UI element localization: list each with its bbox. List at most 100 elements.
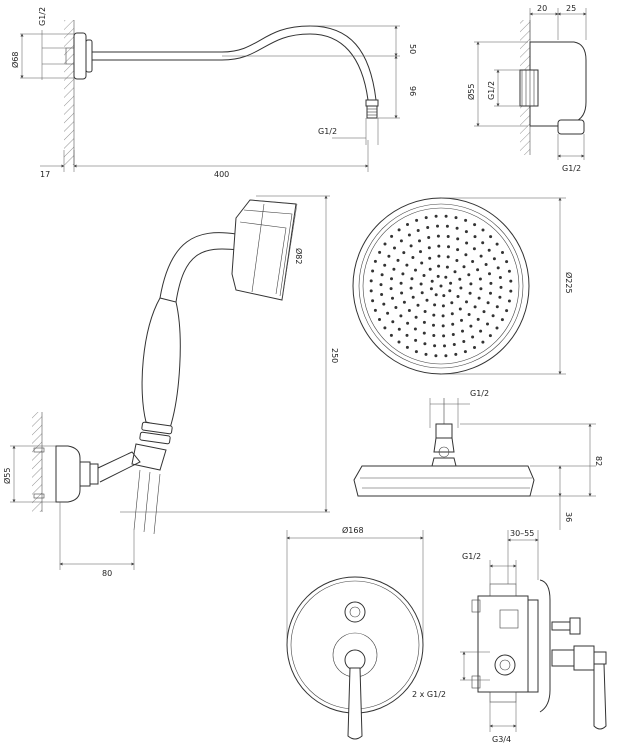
head-36-label: 36 [564, 512, 573, 522]
nozzle-dot [402, 251, 406, 255]
nozzle-dot [400, 291, 404, 295]
nozzle-dot [433, 344, 437, 348]
mixer-body [477, 595, 529, 693]
nozzle-dot [453, 270, 457, 274]
nozzle-dot [496, 266, 500, 270]
nozzle-dot [479, 287, 483, 291]
mixer-3055-label: 30–55 [510, 529, 534, 538]
mixer-cartridge [494, 654, 516, 676]
nozzle-dot [386, 311, 390, 315]
hand-wall-flange [55, 445, 81, 503]
nozzle-dot [469, 324, 473, 328]
mixer-2xg12-label: 2 x G1/2 [412, 690, 446, 699]
nozzle-dot [509, 289, 513, 293]
head-connector [435, 423, 453, 439]
nozzle-dot [491, 314, 495, 318]
nozzle-dot [492, 257, 496, 261]
nozzle-dot [432, 313, 436, 317]
hand-head [231, 199, 297, 301]
nozzle-dot [489, 291, 492, 295]
mixer-lever-hub [344, 649, 366, 671]
nozzle-dot [383, 326, 387, 330]
nozzle-dot [436, 274, 440, 278]
nozzle-dot [369, 289, 373, 293]
nozzle-dot [416, 229, 420, 232]
mixer-side-lever [593, 663, 607, 730]
arm-17-label: 17 [40, 170, 50, 179]
nozzle-dot [489, 281, 493, 285]
nozzle-dot [456, 248, 460, 252]
nozzle-dot [397, 228, 401, 232]
nozzle-dot [437, 264, 441, 268]
mixer-dia168-label: Ø168 [342, 525, 364, 535]
arm-outlet-nut [365, 99, 379, 107]
nozzle-dot [427, 246, 431, 250]
arm-tube [92, 25, 377, 101]
nozzle-dot [424, 352, 428, 356]
nozzle-dot [414, 350, 418, 354]
nozzle-dot [422, 331, 426, 335]
mixer-g12-label: G1/2 [462, 552, 481, 561]
nozzle-dot [481, 340, 485, 344]
hand-dia55-label: Ø55 [2, 468, 12, 484]
nozzle-dot [464, 230, 468, 234]
nozzle-dot [405, 345, 409, 349]
nozzle-dot [436, 224, 439, 228]
nozzle-dot [507, 269, 511, 273]
nozzle-dot [397, 327, 401, 331]
nozzle-dot [445, 265, 449, 269]
nozzle-dot [451, 322, 455, 326]
side-25-label: 25 [566, 4, 576, 13]
nozzle-dot [501, 251, 504, 254]
nozzle-dot [446, 255, 450, 259]
mixer-diverter-button [344, 601, 366, 623]
nozzle-dot [462, 340, 466, 343]
nozzle-dot [509, 279, 513, 283]
nozzle-dot [378, 250, 382, 254]
nozzle-dot [495, 305, 499, 309]
outlet-side-view: 20 25 Ø55 G1/2 G1/2 [466, 4, 587, 173]
nozzle-dot [456, 295, 460, 298]
arm-outlet-g12-label: G1/2 [318, 127, 337, 136]
nozzle-dot [498, 295, 502, 299]
nozzle-dot [455, 259, 459, 262]
nozzle-dot [450, 301, 454, 305]
hand-80-label: 80 [102, 569, 112, 578]
nozzle-dot [454, 352, 458, 356]
hand-250-label: 250 [330, 348, 339, 363]
nozzle-dot [410, 277, 414, 281]
nozzle-dot [399, 281, 403, 285]
nozzle-dot [439, 284, 443, 288]
arm-50-label: 50 [408, 44, 417, 54]
hand-wall-hatch [32, 412, 42, 512]
nozzle-dot [415, 218, 419, 222]
nozzle-dot [407, 309, 411, 312]
nozzle-dot [499, 285, 503, 289]
nozzle-dot [423, 310, 427, 313]
nozzle-dot [409, 244, 413, 248]
nozzle-dot [413, 327, 417, 331]
shower-head-side-view: G1/2 82 36 [353, 389, 603, 530]
head-disc-profile [353, 465, 535, 497]
nozzle-dot [434, 214, 438, 218]
nozzle-dot [418, 239, 421, 243]
nozzle-dot [456, 237, 460, 241]
nozzle-dot [380, 293, 384, 296]
nozzle-dot [406, 223, 409, 226]
side-20-label: 20 [537, 4, 547, 13]
nozzle-dot [467, 313, 471, 316]
nozzle-dot [427, 236, 431, 239]
nozzle-dot [424, 216, 428, 220]
arm-wall-hatch [64, 20, 74, 165]
nozzle-dot [428, 267, 432, 271]
nozzle-dot [465, 300, 468, 304]
nozzle-dot [476, 268, 480, 272]
nozzle-dot [495, 242, 499, 246]
nozzle-dot [505, 260, 509, 264]
nozzle-dot [472, 247, 476, 251]
nozzle-dot [416, 303, 420, 307]
nozzle-dot [498, 276, 502, 279]
nozzle-dot [406, 321, 410, 325]
nozzle-dot [464, 253, 468, 257]
nozzle-dot [436, 234, 440, 238]
